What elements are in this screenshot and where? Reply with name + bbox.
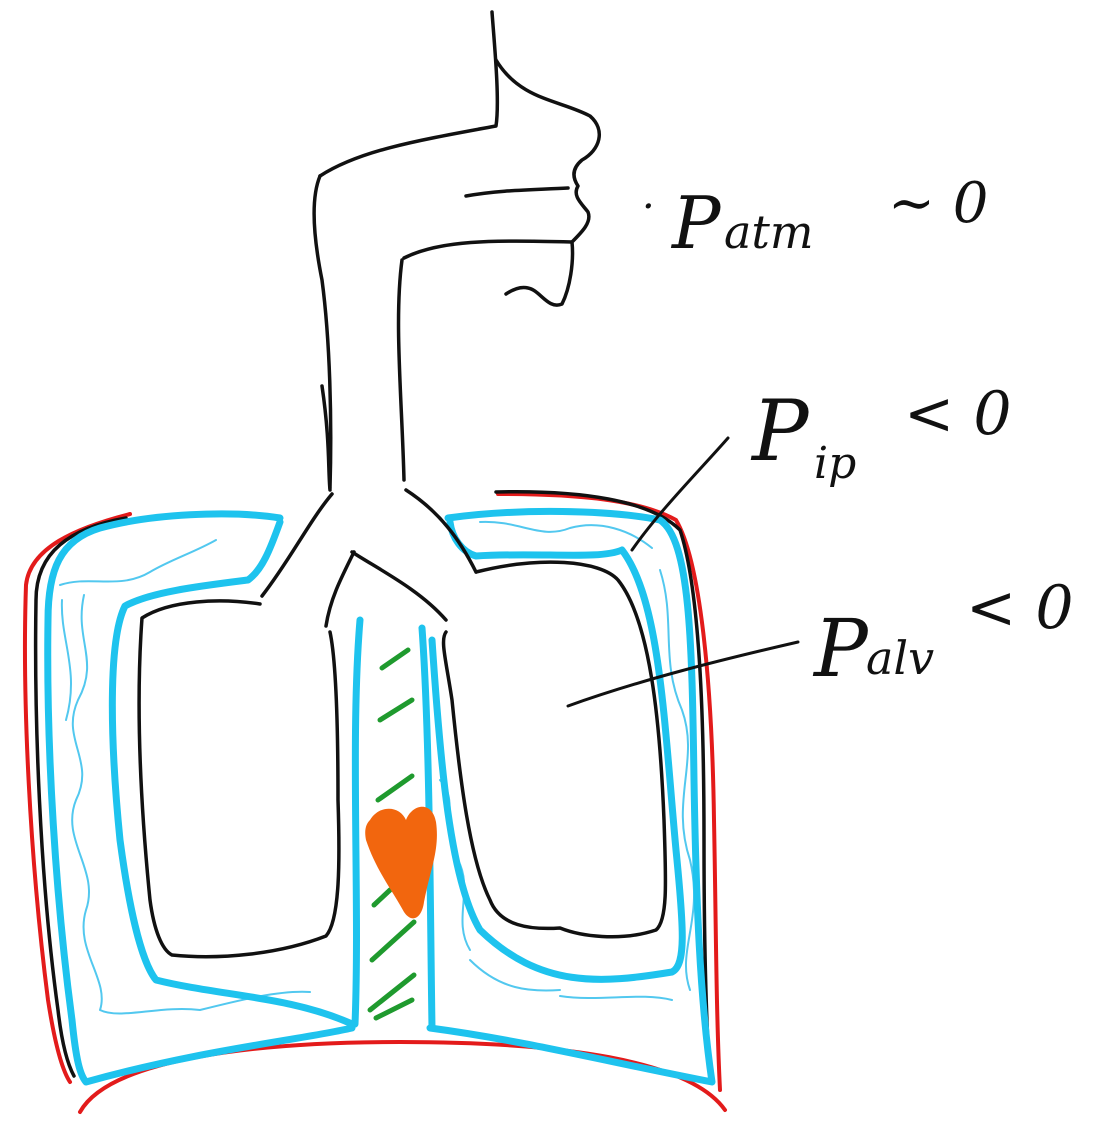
- right-bronchus: [406, 490, 476, 572]
- pleura-left-outer: [48, 514, 352, 1082]
- ip-subscript: ip: [814, 438, 856, 489]
- alv-subscript: alv: [866, 631, 934, 685]
- atm-subscript: atm: [724, 205, 814, 259]
- carina-right: [352, 552, 446, 620]
- hatch-line: [380, 700, 412, 720]
- hatch-line: [378, 776, 412, 800]
- ip-relation: < 0: [904, 379, 1012, 449]
- carina-left: [326, 552, 354, 626]
- alv-relation: < 0: [966, 573, 1074, 643]
- diaphragm-line: [80, 1042, 725, 1112]
- atm-symbol: P: [670, 181, 722, 265]
- pleura-left-lung: [355, 620, 360, 1024]
- thorax-outline: [36, 492, 710, 1080]
- atm-bullet: ·: [642, 184, 655, 230]
- label-p-ip: P ip < 0: [750, 379, 1012, 489]
- hatch-line: [374, 890, 390, 905]
- hatch-line: [382, 650, 408, 668]
- pleura-right-inner: [432, 522, 682, 979]
- pointer-alv: [568, 642, 798, 706]
- face-profile: [496, 60, 599, 305]
- pleura-left-inner: [112, 522, 352, 1024]
- label-p-atm: · P atm ∼ 0: [642, 171, 988, 265]
- ip-symbol: P: [750, 382, 810, 480]
- nasal-passage: [466, 188, 568, 196]
- alv-symbol: P: [812, 602, 869, 695]
- oral-passage: [404, 241, 572, 258]
- hatch-line: [372, 922, 414, 960]
- left-lung-outline: [139, 601, 339, 957]
- atm-relation: ∼ 0: [888, 171, 988, 236]
- right-lung-outline: [444, 562, 666, 937]
- thorax-outline-right: [496, 492, 710, 1080]
- label-p-alv: P alv < 0: [812, 573, 1074, 695]
- trachea-right: [399, 260, 404, 480]
- upper-airway: [320, 12, 497, 176]
- pleural-fluid-left: [60, 540, 310, 1014]
